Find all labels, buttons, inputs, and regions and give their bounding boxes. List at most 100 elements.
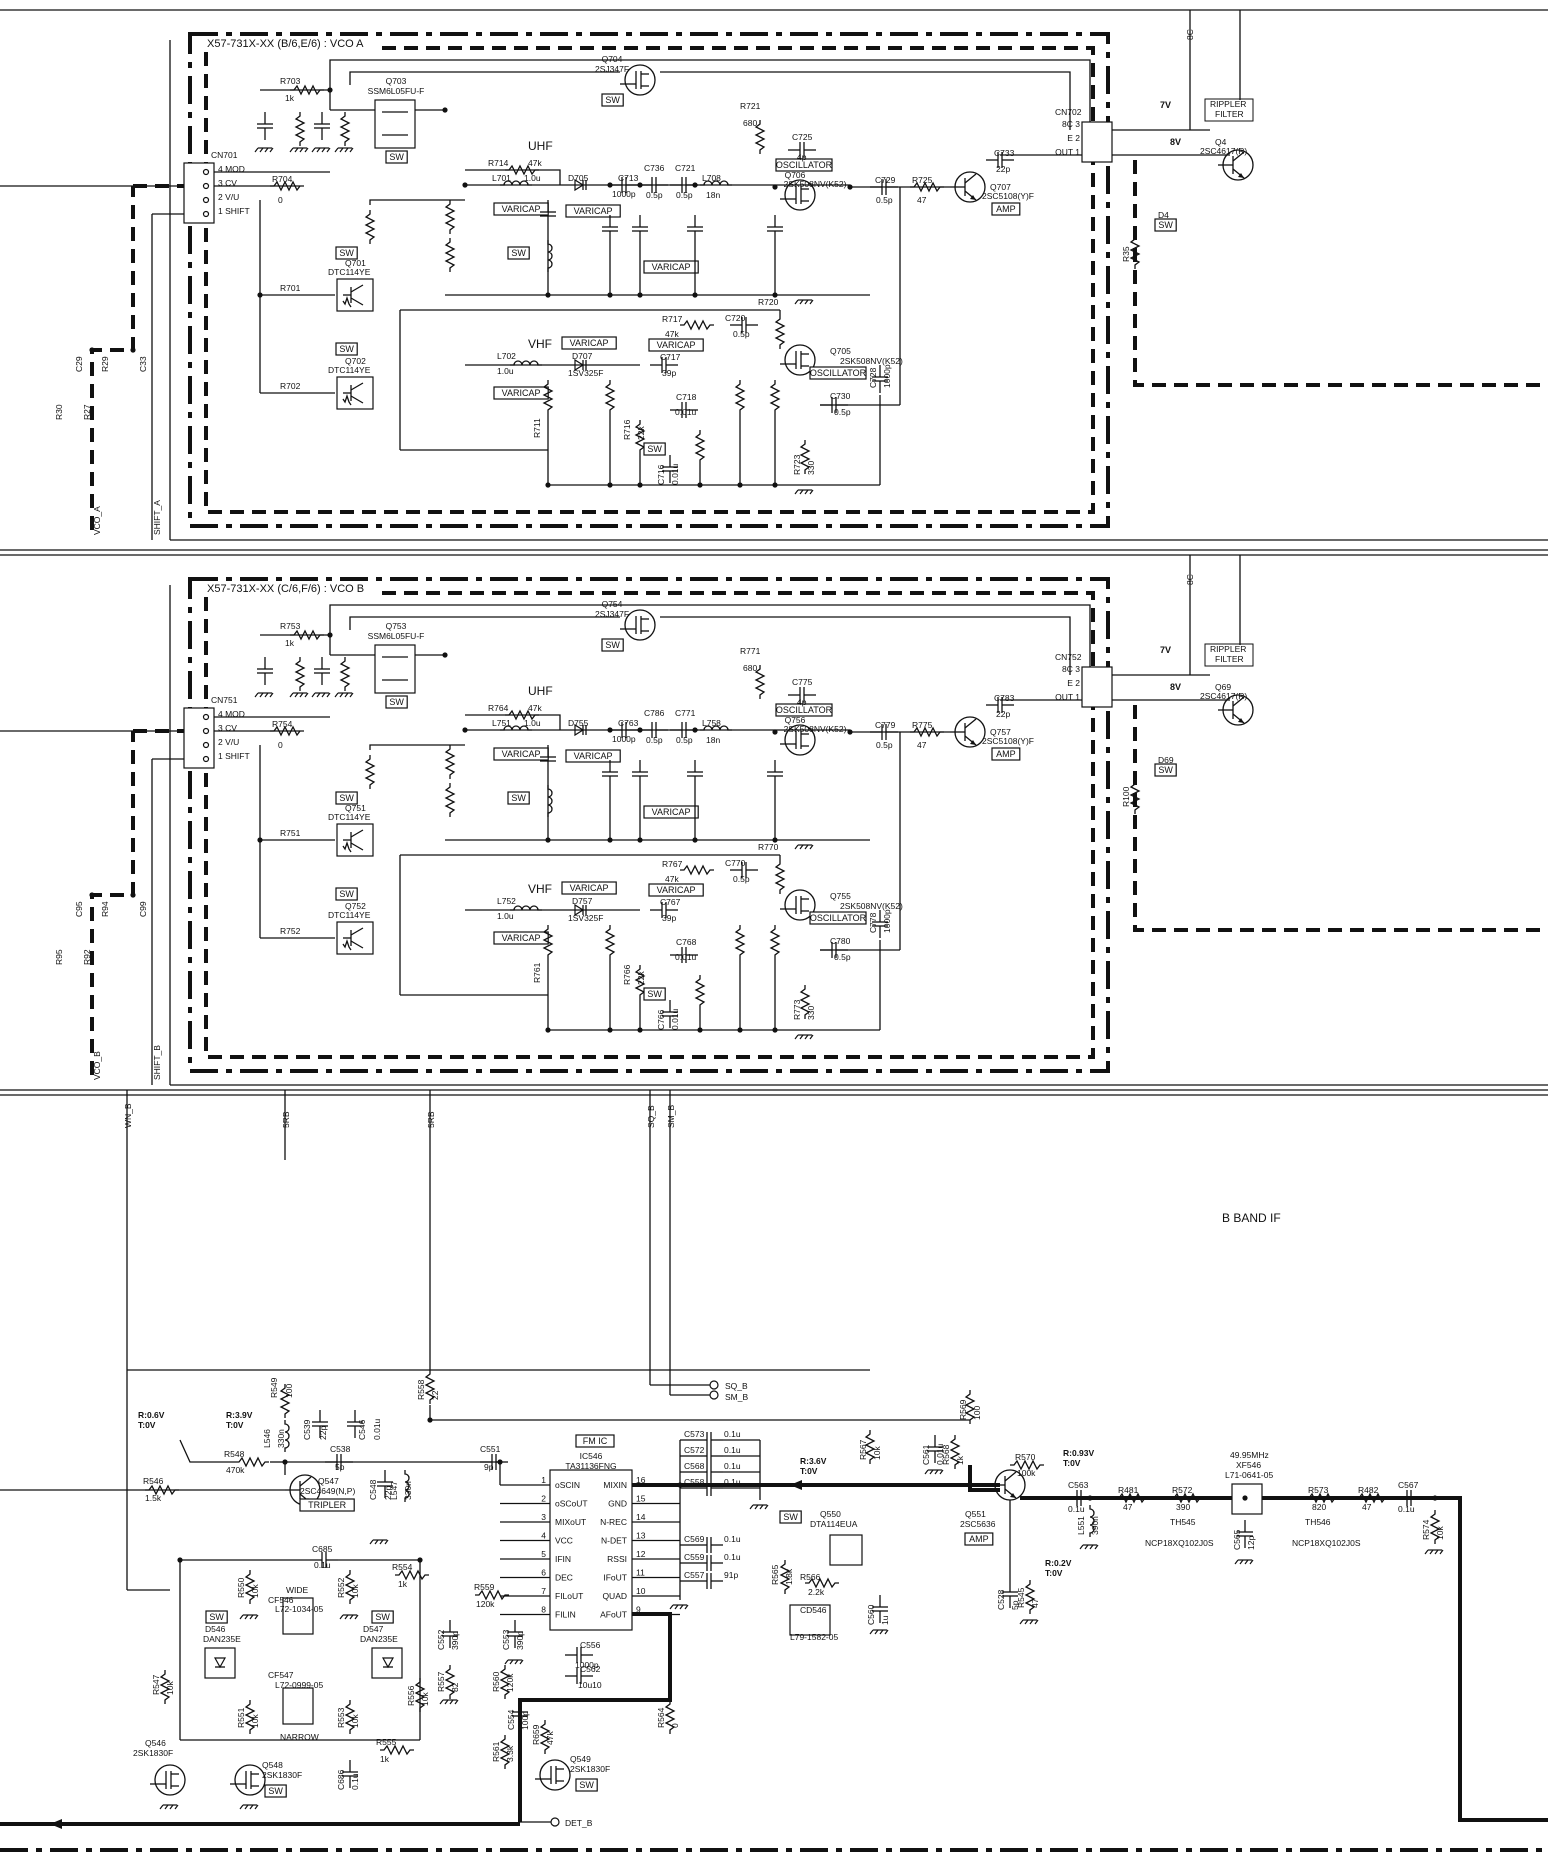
part-label-r552: R552	[336, 1577, 346, 1598]
ground	[794, 299, 814, 305]
tag-box: AMP	[991, 747, 1021, 761]
junction-dot	[545, 482, 551, 488]
tag-frame	[809, 366, 867, 380]
part-label-r555: R555	[376, 1737, 397, 1747]
cap	[631, 214, 649, 244]
part-label-l701: L701	[492, 173, 511, 183]
part-label-l551: L551	[1076, 1516, 1086, 1535]
junction-dot	[545, 292, 551, 298]
part-label-c567v: 0.1u	[1398, 1504, 1415, 1514]
part-label-c720: C720	[725, 313, 746, 323]
tag-frame	[643, 442, 666, 456]
tag-box: SW	[335, 246, 358, 260]
res	[605, 379, 615, 415]
junction-dot	[327, 87, 333, 93]
tag-frame	[335, 791, 358, 805]
part-label-c29: C29	[74, 356, 84, 372]
tag-frame	[809, 911, 867, 925]
connector-pin	[202, 168, 210, 176]
part-label-r659: R659	[531, 1724, 541, 1745]
ic-pin-number: 2	[541, 1494, 546, 1504]
wire	[260, 89, 331, 110]
tag-label: VARICAP	[502, 388, 541, 398]
part-label-c713: C713	[618, 173, 639, 183]
part-label-q705p: 2SK508NV(K52)	[840, 356, 903, 366]
part-label-rip: RIPPLER	[1210, 644, 1246, 654]
part-label-r553v: 10k	[350, 1714, 360, 1728]
part-label-c568v: 0.1u	[724, 1461, 741, 1471]
ic-pin-name: DEC	[555, 1573, 573, 1583]
part-label-c730: C730	[830, 391, 851, 401]
res	[340, 111, 350, 147]
part-label-c729v: 0.5p	[876, 195, 893, 205]
part-label-r482v: 47	[1362, 1502, 1372, 1512]
tag-label: VARICAP	[652, 807, 691, 817]
part-label-c562v: 10u10	[578, 1680, 602, 1690]
part-label-r714v: 47k	[528, 703, 542, 713]
part-label-c721v: 0.5p	[676, 735, 693, 745]
cd546-package	[789, 1604, 831, 1636]
part-label-r717v: 47k	[665, 874, 679, 884]
part-label-d707p: 1SV325F	[568, 913, 603, 923]
part-label-r716v: 22k	[636, 426, 646, 440]
part-label-r717v: 47k	[665, 329, 679, 339]
part-label-q702p: DTC114YE	[328, 365, 371, 375]
r709	[445, 782, 455, 818]
block-title: X57-731X-XX (B/6,E/6) : VCO A	[207, 38, 364, 50]
connector-ref: CN701	[211, 150, 238, 160]
tag-label: SW	[339, 344, 354, 354]
tag-label: OSCILLATOR	[810, 368, 867, 378]
part-label-r711: R711	[532, 418, 542, 438]
part-label-r30: R95	[54, 949, 64, 965]
tag-frame	[648, 338, 704, 352]
part-label-c560v: 1u	[880, 1615, 890, 1625]
ic-pin-number: 6	[541, 1568, 546, 1578]
part-label-r573v: 820	[1312, 1502, 1326, 1512]
tag-frame	[335, 887, 358, 901]
part-label-q706p: 2SK508NV(K52)	[784, 179, 847, 189]
tag-box: VARICAP	[643, 260, 699, 274]
title-backdrop	[204, 581, 382, 595]
tag-frame	[565, 749, 621, 763]
part-label-r557: R557	[436, 1671, 446, 1692]
junction-dot	[772, 837, 778, 843]
voltage-q551_e: R:0.2V	[1045, 1558, 1072, 1568]
cap	[601, 759, 619, 789]
part-label-r30: R30	[54, 404, 64, 420]
junction-dot	[427, 1417, 433, 1423]
tag-box: VARICAP	[648, 883, 704, 897]
ic-pin-name: oSCIN	[555, 1480, 580, 1490]
part-label-c716: C716	[656, 464, 666, 485]
connector-pin-label: 2 V/U	[218, 737, 239, 747]
part-label-c528v: 5p	[1010, 1600, 1020, 1610]
vco-b-block: X57-731X-XX (C/6,F/6) : VCO BQ753SSM6L05…	[0, 554, 1548, 1096]
part-label-c729: C729	[875, 175, 896, 185]
part-label-r704: R754	[272, 719, 293, 729]
tag-frame	[561, 881, 617, 895]
junction-dot	[89, 347, 95, 353]
part-label-q4p: 2SC4617(R)	[1200, 691, 1247, 701]
part-label-r561: R561	[491, 1741, 501, 1762]
part-label-r564v: 0	[670, 1723, 680, 1728]
part-label-l546v: 330n	[276, 1429, 286, 1448]
part-label-c552v: 390p	[450, 1631, 460, 1650]
connector-pin-label: 3 CV	[218, 723, 237, 733]
part-label-r725v: 47	[917, 195, 927, 205]
ic-pin-number: 7	[541, 1586, 546, 1596]
part-label-r574v: 10k	[1435, 1526, 1445, 1540]
part-label-r27: R92	[82, 949, 92, 965]
part-label-r569: R569	[958, 1399, 968, 1420]
part-label-c713v: 1000p	[612, 189, 636, 199]
part-label-c29: C95	[74, 901, 84, 917]
part-label-q551p: 2SC5636	[960, 1519, 996, 1529]
ic-pin-name: N-REC	[600, 1517, 627, 1527]
wire	[660, 616, 1071, 675]
part-label-xf546: XF546	[1236, 1460, 1261, 1470]
tag-box: SW	[205, 1610, 228, 1624]
q702-dtc	[336, 376, 374, 410]
part-label-wide: WIDE	[286, 1585, 309, 1595]
tag-label: SW	[209, 1612, 224, 1622]
wire	[465, 169, 561, 185]
connector-pin-label: 3 CV	[218, 178, 237, 188]
